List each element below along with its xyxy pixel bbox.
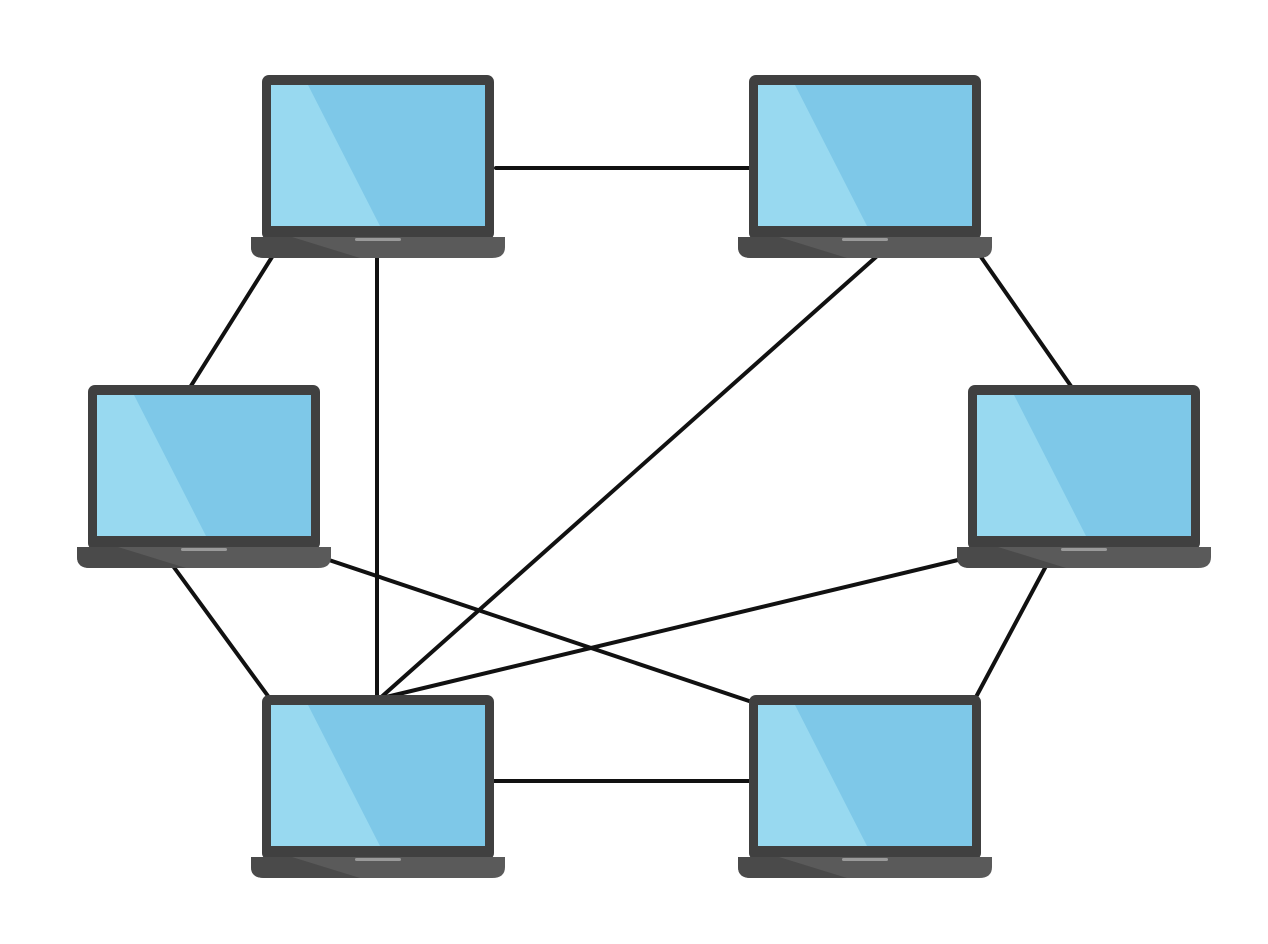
base-shadow: [738, 237, 847, 258]
link-top-right-to-bottom-left: [376, 255, 878, 702]
laptop-icon: [251, 75, 505, 258]
laptop-icon: [738, 695, 992, 878]
trackpad-notch: [181, 548, 227, 551]
laptop-icon: [77, 385, 331, 568]
trackpad-notch: [355, 858, 401, 861]
base-shadow: [251, 857, 360, 878]
trackpad-notch: [1061, 548, 1107, 551]
base-shadow: [251, 237, 360, 258]
link-middle-right-to-bottom-left: [380, 558, 960, 700]
screen-highlight: [271, 85, 380, 226]
link-top-right-to-middle-right: [979, 255, 1075, 391]
screen-highlight: [271, 705, 380, 846]
base-shadow: [957, 547, 1066, 568]
link-top-left-to-middle-left: [187, 255, 274, 391]
trackpad-notch: [842, 238, 888, 241]
screen-highlight: [758, 85, 867, 226]
screen-highlight: [758, 705, 867, 846]
screen-highlight: [977, 395, 1086, 536]
links-layer: [171, 166, 1075, 783]
trackpad-notch: [355, 238, 401, 241]
base-shadow: [77, 547, 186, 568]
laptop-icon: [738, 75, 992, 258]
laptop-icon: [957, 385, 1211, 568]
nodes-layer: [77, 75, 1211, 878]
link-middle-left-to-bottom-left: [171, 564, 270, 698]
laptop-icon: [251, 695, 505, 878]
screen-highlight: [97, 395, 206, 536]
base-shadow: [738, 857, 847, 878]
trackpad-notch: [842, 858, 888, 861]
link-middle-left-to-bottom-right: [327, 558, 754, 704]
link-middle-right-to-bottom-right: [974, 564, 1048, 699]
